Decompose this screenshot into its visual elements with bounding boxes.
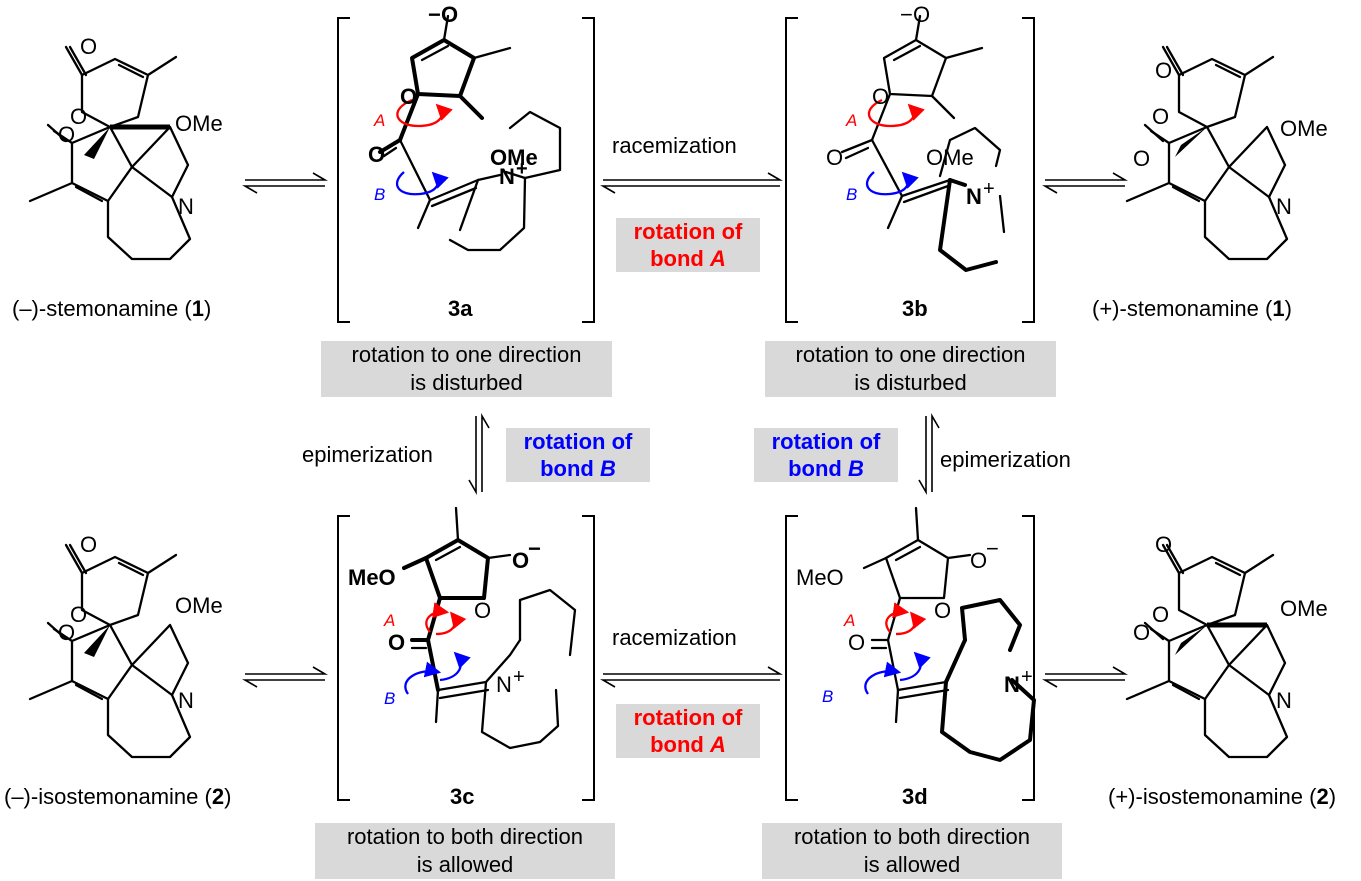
stemonamine-plus-structure xyxy=(1125,45,1289,261)
rotation-arrows xyxy=(395,98,931,695)
3a-ketone-o: O xyxy=(368,142,386,167)
name-isostemonamine-minus: (–)-isostemonamine (2) xyxy=(4,784,232,809)
iso-minus-ketone-o: O xyxy=(58,620,76,645)
3a-ome: OMe xyxy=(490,145,538,170)
name-isostemonamine-plus: (+)-isostemonamine (2) xyxy=(1108,784,1337,809)
iso-plus-lactone-o: O xyxy=(1155,532,1173,557)
intermediate-3d-structure xyxy=(862,506,1036,762)
iso-plus-ketone-o: O xyxy=(1133,620,1151,645)
rotation-bond-b-box-left: rotation of bond B xyxy=(506,428,650,482)
iso-plus-n: N xyxy=(1276,688,1292,713)
label-3a: 3a xyxy=(448,296,473,321)
iso-minus-n: N xyxy=(178,688,194,713)
caption-3c: rotation to both direction is allowed xyxy=(315,823,615,879)
3b-ring-o: O xyxy=(872,84,890,109)
stem-minus-lactone-o: O xyxy=(80,34,98,59)
stem-minus-ring-o: O xyxy=(70,104,88,129)
stem-plus-ring-o: O xyxy=(1152,104,1170,129)
3d-n-plus: + xyxy=(1021,666,1033,688)
3a-bond-a-label: A xyxy=(374,111,386,130)
3d-oxide-minus: − xyxy=(986,536,999,561)
stem-plus-ketone-o: O xyxy=(1133,146,1151,171)
brackets xyxy=(337,17,1035,801)
3b-n-plus: + xyxy=(983,178,995,200)
3b-ome: OMe xyxy=(926,145,974,170)
3d-meo: MeO xyxy=(796,565,844,590)
3b-ketone-o: O xyxy=(826,145,844,170)
equilibrium-arrows xyxy=(242,172,1128,688)
caption-3a: rotation to one direction is disturbed xyxy=(321,341,612,397)
isostemonamine-plus-structure xyxy=(1125,543,1289,759)
stemonamine-minus-structure xyxy=(28,45,192,261)
caption-3b: rotation to one direction is disturbed xyxy=(765,341,1056,397)
label-3d: 3d xyxy=(902,784,928,809)
3b-bond-a-label: A xyxy=(846,111,858,130)
3a-n-plus: + xyxy=(516,158,528,180)
isostemonamine-minus-structure xyxy=(28,543,192,759)
intermediate-3a-structure xyxy=(378,14,562,252)
rotation-bond-b-box-right: rotation of bond B xyxy=(754,428,898,482)
stem-minus-n: N xyxy=(178,194,194,219)
3b-n: N xyxy=(966,184,982,209)
3c-n-plus: + xyxy=(513,666,525,688)
iso-minus-lactone-o: O xyxy=(80,532,98,557)
racemization-label-top: racemization xyxy=(612,133,737,158)
3c-bond-a-label: A xyxy=(384,611,396,630)
3a-oxide-minus: − xyxy=(428,2,441,27)
3c-n: N xyxy=(496,672,512,697)
3b-oxide-o: O xyxy=(913,2,931,27)
3c-bond-b-label: B xyxy=(384,689,396,708)
stem-plus-ome: OMe xyxy=(1280,116,1328,141)
epimerization-label-right: epimerization xyxy=(940,447,1071,472)
epimerization-label-left: epimerization xyxy=(302,442,433,467)
intermediate-3c-structure xyxy=(402,506,577,750)
3c-ketone-o: O xyxy=(388,630,406,655)
label-3c: 3c xyxy=(450,784,475,809)
stem-minus-ketone-o: O xyxy=(58,122,76,147)
stem-plus-n: N xyxy=(1276,194,1292,219)
3d-bond-b-label: B xyxy=(822,687,834,706)
3c-oxide-minus: − xyxy=(528,536,541,561)
iso-plus-ome: OMe xyxy=(1280,596,1328,621)
3c-ring-o: O xyxy=(474,598,492,623)
label-3b: 3b xyxy=(902,296,928,321)
iso-minus-ring-o: O xyxy=(70,602,88,627)
3d-ring-o: O xyxy=(934,598,952,623)
caption-3d: rotation to both direction is allowed xyxy=(762,823,1062,879)
iso-minus-ome: OMe xyxy=(175,593,223,618)
stem-minus-ome: OMe xyxy=(175,111,223,136)
3b-oxide-minus: − xyxy=(900,2,913,27)
iso-plus-ring-o: O xyxy=(1152,602,1170,627)
3d-ketone-o: O xyxy=(848,630,866,655)
3a-oxide-o: O xyxy=(441,2,459,27)
rotation-bond-a-box-top: rotation of bond A xyxy=(616,218,760,272)
3a-bond-b-label: B xyxy=(374,185,386,204)
3b-bond-b-label: B xyxy=(846,185,858,204)
3d-n: N xyxy=(1004,672,1020,697)
3d-bond-a-label: A xyxy=(844,611,856,630)
3d-oxide-o: O xyxy=(970,548,988,573)
3c-meo: MeO xyxy=(348,565,396,590)
intermediate-3b-structure xyxy=(840,14,1006,272)
3c-oxide-o: O xyxy=(512,548,530,573)
stem-plus-lactone-o: O xyxy=(1155,58,1173,83)
3a-n: N xyxy=(499,164,515,189)
name-stemonamine-plus: (+)-stemonamine (1) xyxy=(1092,296,1292,321)
3a-ring-o: O xyxy=(400,84,418,109)
racemization-label-bottom: racemization xyxy=(612,625,737,650)
rotation-bond-a-box-bottom: rotation of bond A xyxy=(616,704,760,758)
name-stemonamine-minus: (–)-stemonamine (1) xyxy=(12,296,212,321)
